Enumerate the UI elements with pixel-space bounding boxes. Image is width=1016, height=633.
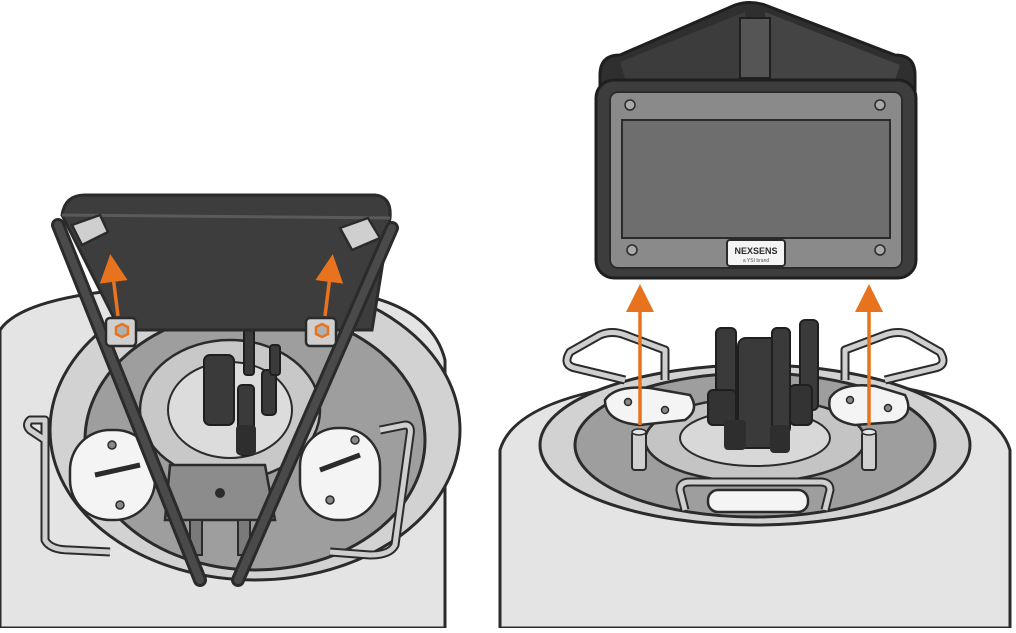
electronics-enclosure-lifted: NEXSENS a YSI brand <box>594 1 918 280</box>
left-pad-left <box>68 428 157 522</box>
screw-icon <box>626 244 638 256</box>
screw-icon <box>325 495 335 505</box>
screw-icon <box>350 435 360 445</box>
hex-nut-icon <box>314 322 330 339</box>
nexsens-logo-text: NEXSENS <box>734 246 777 256</box>
up-arrow-icon <box>315 254 344 317</box>
nexsens-logo-subtext: a YSI brand <box>743 258 770 264</box>
right-stud-left <box>631 431 647 471</box>
screw-icon <box>107 440 117 450</box>
screw-icon <box>624 99 636 111</box>
screw-icon <box>874 99 886 111</box>
right-handle-right <box>840 328 948 385</box>
hex-nut-icon <box>114 322 130 339</box>
right-front-pad <box>706 488 810 514</box>
screw-icon <box>883 403 893 413</box>
left-electronics-panel <box>60 193 392 332</box>
right-pad-left <box>603 386 696 427</box>
left-panel <box>0 193 462 630</box>
screw-icon <box>623 397 633 407</box>
left-corner-bracket-left <box>70 213 110 247</box>
right-panel: NEXSENS a YSI brand <box>498 1 1012 630</box>
nexsens-logo-plate <box>726 239 786 267</box>
screw-icon <box>874 244 886 256</box>
screw-icon <box>845 395 855 405</box>
enclosure-screen <box>621 119 891 239</box>
right-sensors <box>707 319 819 453</box>
left-pad-right <box>298 426 382 522</box>
up-arrow-icon <box>99 254 128 317</box>
screw-icon <box>115 500 125 510</box>
right-stud-right <box>861 431 877 471</box>
left-corner-bracket-right <box>338 216 382 252</box>
screw-icon <box>660 405 670 415</box>
right-handle-left <box>562 328 670 385</box>
